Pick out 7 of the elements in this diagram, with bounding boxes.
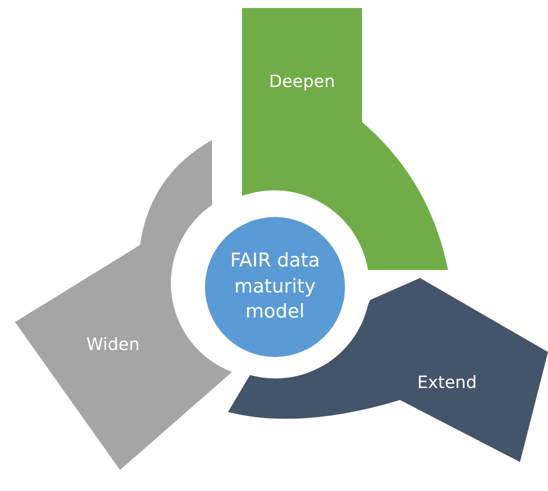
segment-label: Deepen: [268, 72, 336, 92]
segment-label: Widen: [86, 335, 140, 355]
segment-label: Extend: [417, 373, 477, 393]
segment-shape: [15, 140, 232, 470]
center-circle: [205, 217, 345, 357]
segment-shape: [228, 278, 548, 462]
center-label: FAIR data maturity model: [229, 248, 321, 325]
